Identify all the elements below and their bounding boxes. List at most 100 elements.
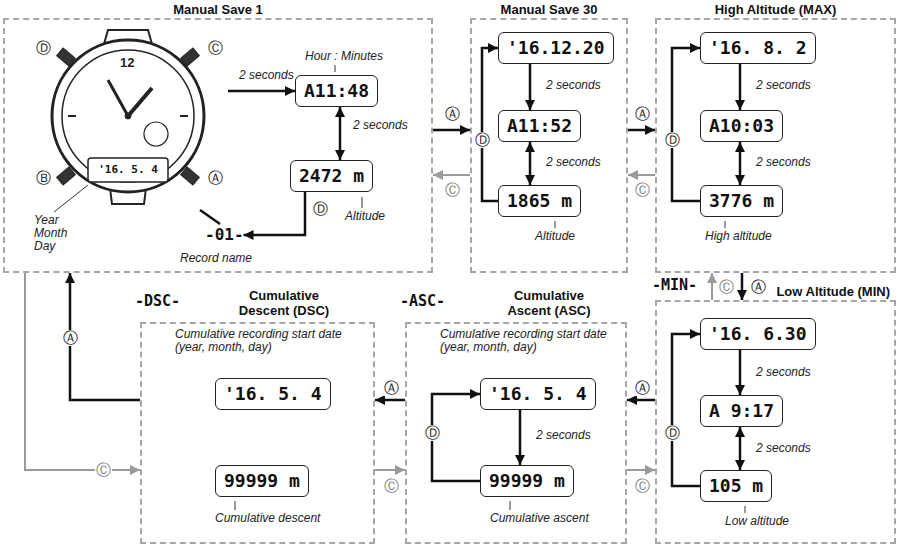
lcd-text: '16. 6.30 (709, 323, 807, 345)
lcd-display: 2472 m (290, 160, 373, 192)
interval-label: 2 seconds (352, 118, 409, 132)
lcd-display: '16. 5. 4 (215, 378, 331, 410)
annotation-label: High altitude (705, 230, 772, 243)
annotation-label: Record name (180, 252, 252, 265)
annotation-label: Altitude (535, 230, 575, 243)
button-label: Ⓒ (444, 182, 461, 198)
display-text: '16. 5. 4 (88, 158, 168, 182)
interval-label: 2 seconds (545, 78, 602, 92)
record-code: -MIN- (652, 276, 697, 294)
lcd-text: A11:52 (507, 115, 572, 137)
button-label: Ⓐ (634, 380, 651, 396)
interval-label: 2 seconds (755, 365, 812, 379)
leader-line (362, 197, 363, 208)
hand-pivot (125, 113, 131, 119)
lcd-text: '16. 8. 2 (709, 37, 807, 59)
hour-tick (68, 115, 76, 117)
mode-arrow (375, 399, 405, 402)
button-label: Ⓐ (634, 106, 651, 122)
button-label: Ⓒ (634, 182, 651, 198)
lcd-display: '16. 5. 4 (480, 378, 596, 410)
hour-tick (180, 115, 188, 117)
lcd-text: -01- (205, 224, 244, 246)
interval-label: 2 seconds (755, 441, 812, 455)
button-label: Ⓑ (36, 170, 51, 186)
button-label: Ⓒ (718, 279, 735, 295)
mode-arrow (529, 142, 532, 185)
mode-arrow (200, 210, 220, 224)
leader-line (725, 221, 726, 228)
panel-title: Manual Save 1 (150, 2, 286, 17)
record-code: -ASC- (400, 292, 445, 310)
screen-panel: High Altitude (MAX)'16. 8. 2A10:033776 m (655, 18, 896, 273)
button-label: Ⓐ (444, 106, 461, 122)
annotation-label: Cumulative recording start date (year, m… (440, 328, 618, 354)
back-arrow (628, 174, 655, 176)
mode-arrow (529, 64, 532, 110)
back-arrow (433, 174, 470, 176)
panel-title: Cumulative Descent (DSC) (232, 288, 336, 318)
connector-group (25, 48, 742, 486)
interval-label: 2 seconds (545, 155, 602, 169)
lcd-display: A10:03 (700, 110, 783, 142)
interval-label: 2 seconds (755, 155, 812, 169)
lcd-text: 3776 m (709, 190, 774, 212)
mode-arrow (482, 48, 498, 201)
leader-line (555, 221, 556, 228)
leader-line (745, 506, 746, 513)
button-label: Ⓐ (62, 330, 79, 346)
mode-arrow (739, 64, 742, 110)
annotation-label: Cumulative descent (215, 512, 320, 525)
annotation-label: Cumulative recording start date (year, m… (175, 328, 353, 354)
button-label: Ⓒ (634, 478, 651, 494)
mode-arrow (739, 427, 742, 470)
lcd-display: A11:52 (498, 110, 581, 142)
mode-arrow (339, 107, 342, 160)
lcd-display: 3776 m (700, 185, 783, 217)
watch-bezel (62, 50, 194, 182)
mode-arrow (433, 129, 470, 132)
lcd-text: '16.12.20 (507, 37, 605, 59)
annotation-label: Altitude (345, 210, 385, 223)
minute-hand (108, 80, 128, 116)
lcd-text: 105 m (709, 475, 763, 497)
hour-hand (128, 88, 152, 116)
back-arrow (627, 469, 655, 471)
watch-display (88, 158, 168, 182)
button-label: Ⓓ (424, 425, 441, 441)
screen-panel: -MIN-Low Altitude (MIN)'16. 6.30A 9:1710… (655, 300, 896, 544)
button-label: Ⓓ (664, 132, 681, 148)
button-label: Ⓓ (664, 425, 681, 441)
mode-arrow (628, 129, 655, 132)
lcd-text: '16. 5. 4 (224, 383, 322, 405)
mode-arrow (739, 350, 742, 395)
lcd-text: 99999 m (489, 470, 565, 492)
button-label: Ⓒ (208, 40, 223, 56)
annotation-label: Cumulative ascent (490, 512, 589, 525)
button-label: Ⓓ (36, 40, 51, 56)
button-label: Ⓐ (208, 170, 223, 186)
leader-line (235, 501, 236, 510)
record-code: -DSC- (135, 292, 180, 310)
back-arrow (375, 469, 405, 471)
panel-title: Manual Save 30 (472, 2, 626, 17)
lcd-display: 1865 m (498, 185, 581, 217)
lcd-display: '16.12.20 (498, 32, 614, 64)
mode-arrow (672, 48, 700, 201)
lcd-display: 99999 m (480, 465, 574, 497)
lcd-display: '16. 8. 2 (700, 32, 816, 64)
panel-title: Low Altitude (MIN) (747, 284, 890, 299)
watch-case (52, 40, 204, 192)
mode-arrow (741, 273, 744, 300)
record-name: -01- (205, 224, 244, 246)
lcd-display: 105 m (700, 470, 772, 502)
button-label: Ⓐ (383, 380, 400, 396)
panel-title: Cumulative Ascent (ASC) (497, 288, 601, 318)
mode-arrow (627, 399, 655, 402)
screen-panel: -DSC-Cumulative Descent (DSC)'16. 5. 499… (140, 322, 375, 544)
button-label: Ⓒ (383, 478, 400, 494)
interval-label: 2 seconds (535, 428, 592, 442)
button-label: Ⓓ (474, 132, 491, 148)
interval-label: 2 seconds (755, 78, 812, 92)
